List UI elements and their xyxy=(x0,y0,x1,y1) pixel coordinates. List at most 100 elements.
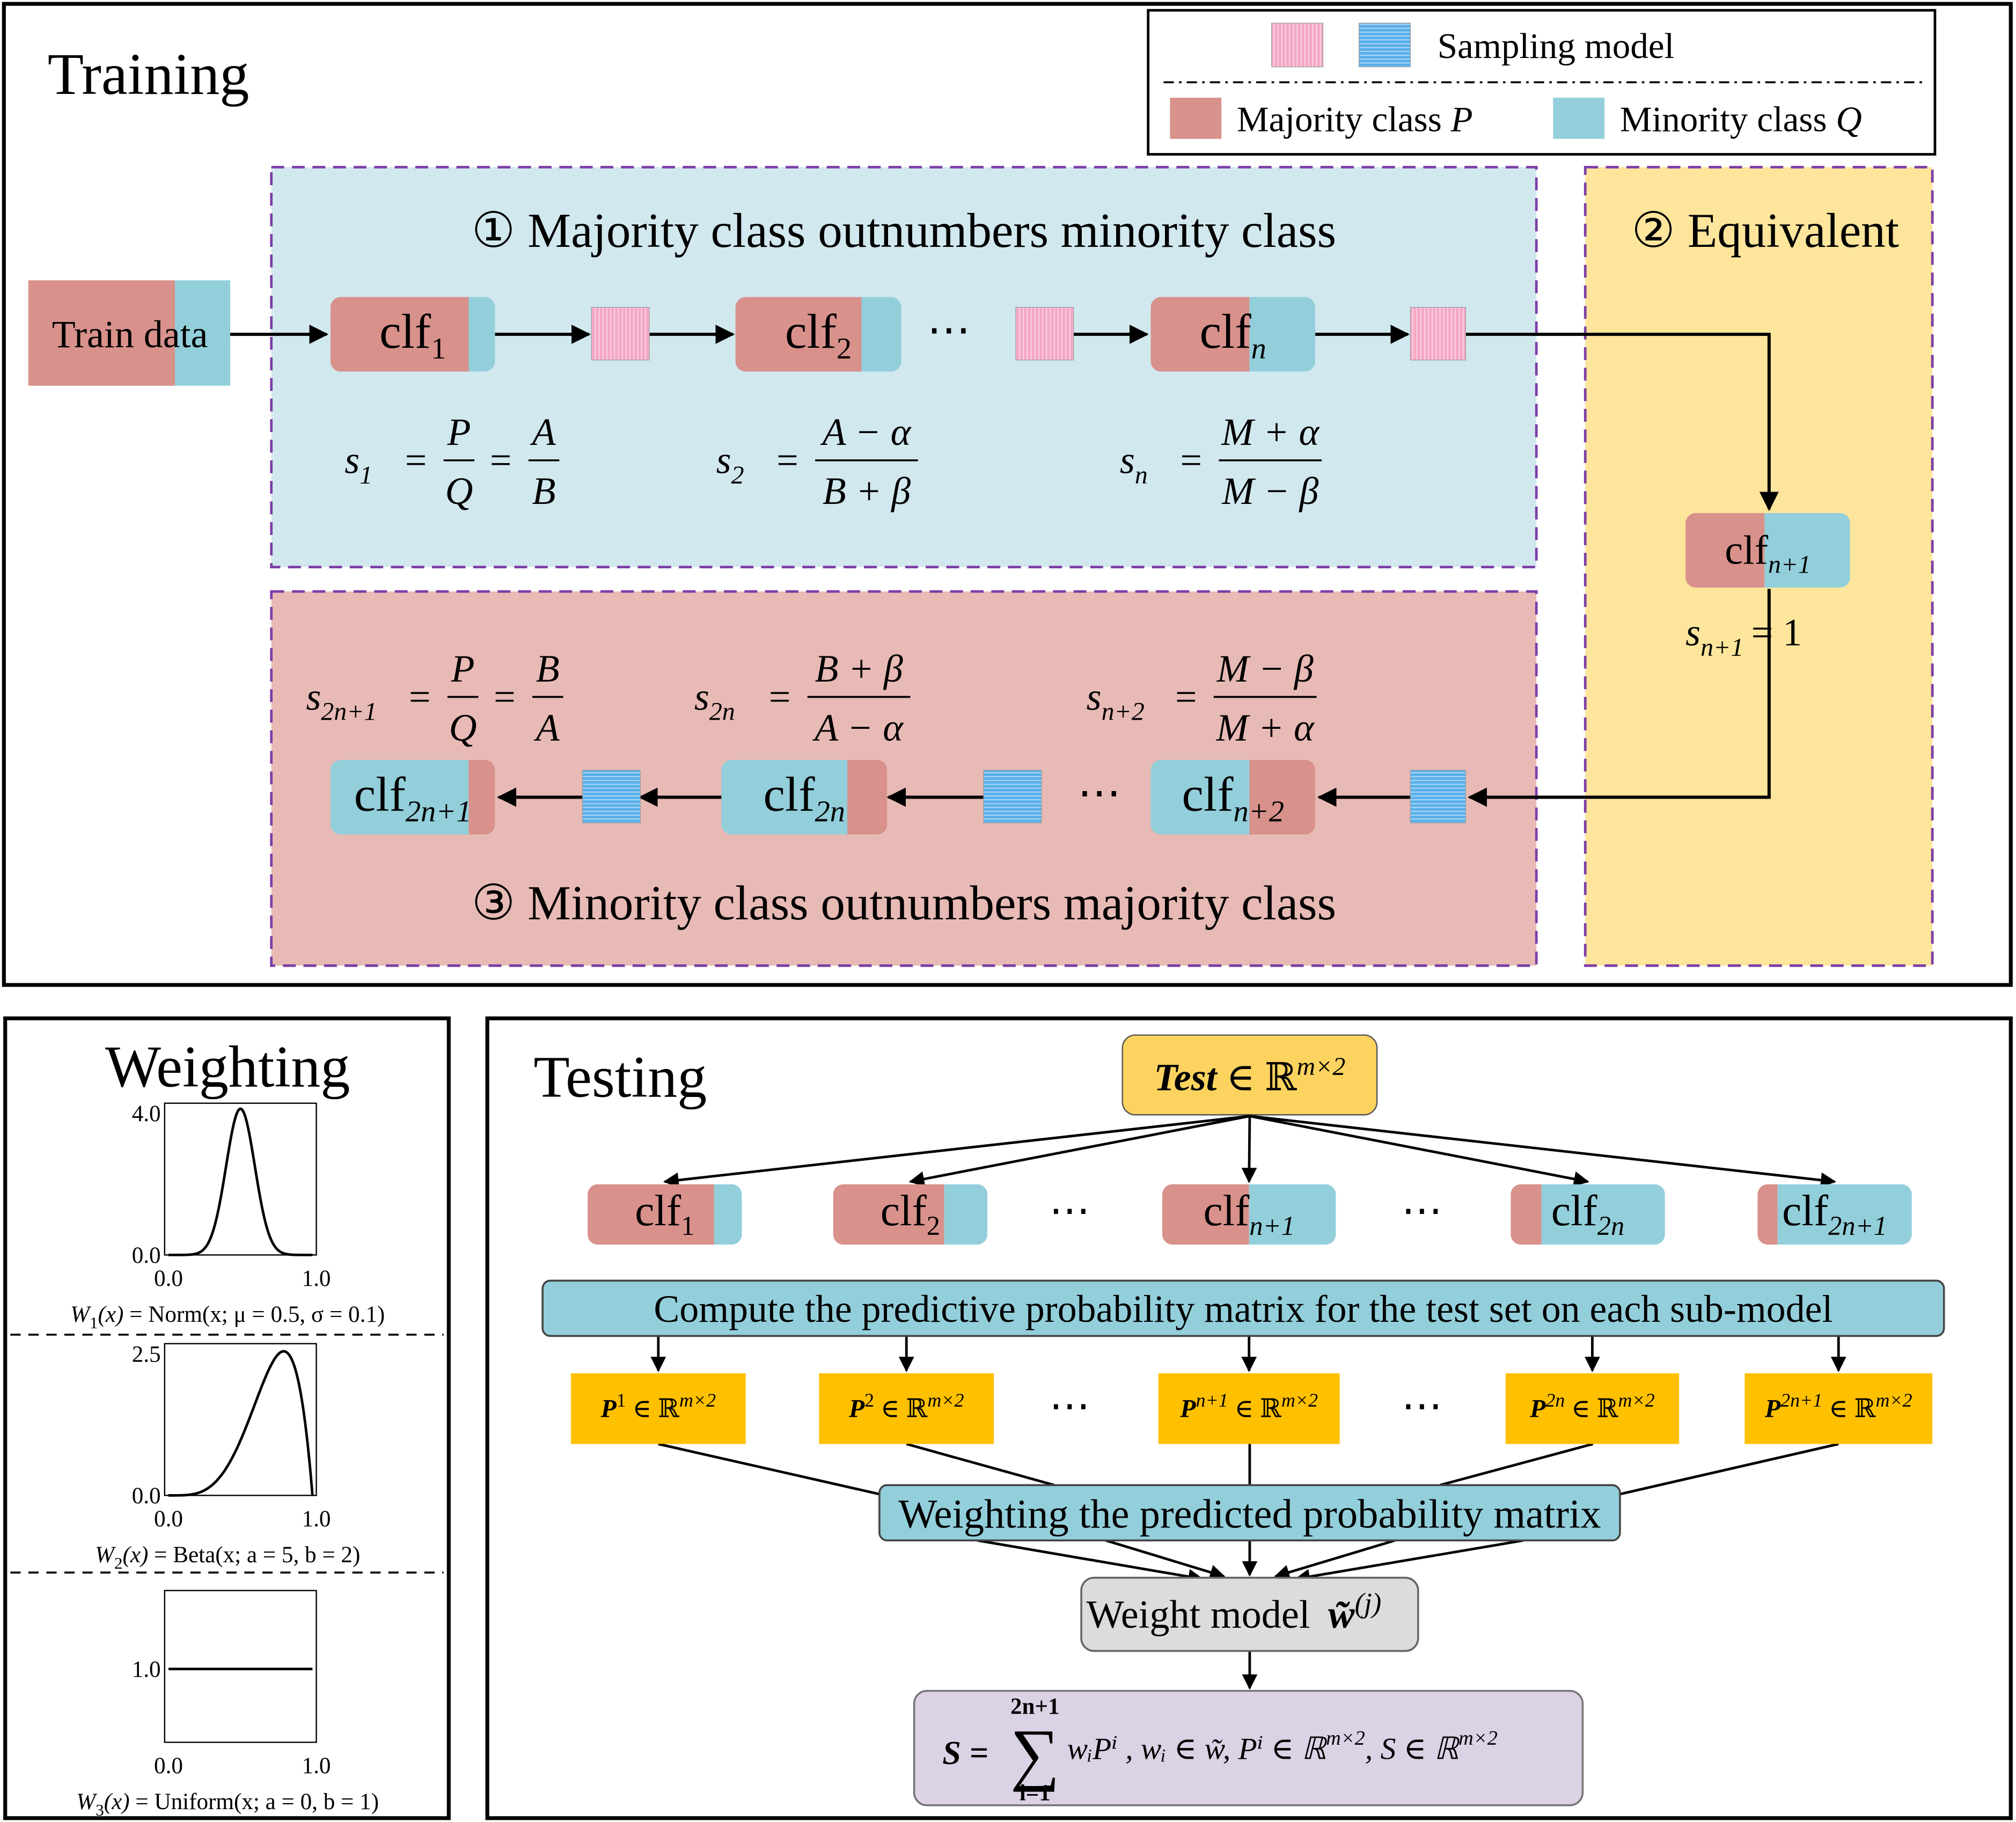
prob-matrix-2 xyxy=(819,1373,994,1444)
test-clf-1-label: clf1 xyxy=(635,1186,694,1241)
weight-plot-1-xtick-right: 1.0 xyxy=(302,1266,331,1291)
train-clf-stage3-1-right xyxy=(468,759,495,835)
legend-minority-label: Minority class xyxy=(1620,99,1827,139)
prob-matrix-3 xyxy=(1158,1373,1340,1444)
train-clf-stage1-1: clf1 xyxy=(330,297,495,372)
weight-plot-3-caption: W3(x) = Uniform(x; a = 0, b = 1) xyxy=(76,1789,379,1819)
weighting-title: Weighting xyxy=(105,1034,350,1100)
test-clf-4-label: clf2n xyxy=(1551,1186,1624,1241)
sampling-model-pink-3 xyxy=(1410,307,1467,361)
formula-stage3-3-den-0: M + α xyxy=(1216,706,1315,749)
sampling-model-pink-1 xyxy=(591,307,650,361)
weight-plot-2-ytick-top: 2.5 xyxy=(132,1342,161,1367)
sum-lhs: S = xyxy=(942,1735,988,1772)
weight-plot-3-xtick-left: 0.0 xyxy=(154,1753,183,1779)
train-clf-stage2-right xyxy=(1764,513,1850,588)
prob-matrix-1-label: P1 ∈ ℝm×2 xyxy=(600,1389,716,1423)
weight-plot-2-frame xyxy=(164,1343,317,1496)
prob-ellipsis-1: ⋯ xyxy=(1049,1383,1090,1429)
train-clf-stage1-2: clf2 xyxy=(735,297,901,372)
train-clf-stage1-3-right xyxy=(1249,297,1316,372)
train-clf-stage1-1-label: clf1 xyxy=(379,304,446,365)
legend-sampling-pink-swatch xyxy=(1271,23,1324,68)
stage1-title: ① Majority class outnumbers minority cla… xyxy=(472,203,1336,258)
test-clf-1-sub: 1 xyxy=(681,1211,694,1241)
weight-model-sup: (j) xyxy=(1355,1587,1382,1619)
train-data-minority xyxy=(174,280,230,386)
compute-prob-bar xyxy=(541,1279,1945,1337)
train-clf-stage1-3-base: clf xyxy=(1200,304,1252,358)
weight-model-box xyxy=(1080,1576,1419,1652)
arrow-from-clf-n1 xyxy=(1468,589,1771,807)
arrow-weighting-to-model-4 xyxy=(977,1539,1204,1584)
train-clf-stage2-sub: n+1 xyxy=(1768,551,1811,579)
prob-matrix-1 xyxy=(570,1373,746,1444)
test-input-box xyxy=(1121,1034,1378,1116)
train-clf-stage3-3-base: clf xyxy=(1182,767,1234,821)
train-clf-stage3-2-right xyxy=(847,759,888,835)
line-prob-to-weighting-4 xyxy=(1439,1443,1594,1487)
legend-majority-symbol: P xyxy=(1450,99,1473,139)
formula-stage1-3: sn=M + αM − β xyxy=(1120,411,1322,513)
test-clf-4-sub: 2n xyxy=(1597,1211,1625,1241)
train-clf-stage3-3: clfn+2 xyxy=(1150,759,1316,835)
compute-prob-label: Compute the predictive probability matri… xyxy=(654,1287,1832,1330)
test-input-sup: m×2 xyxy=(1296,1052,1345,1081)
test-clf-4-left xyxy=(1511,1184,1542,1245)
test-clf-3-base: clf xyxy=(1203,1186,1250,1235)
train-clf-stage1-3-label: clfn xyxy=(1200,304,1266,365)
legend-minority-swatch xyxy=(1553,98,1605,139)
test-clf-3-sub: n+1 xyxy=(1249,1211,1295,1241)
test-clf-2-right xyxy=(944,1184,988,1245)
training-arrows xyxy=(230,324,1779,807)
testing-title: Testing xyxy=(533,1044,707,1110)
stage1-ellipsis: ⋯ xyxy=(927,305,971,354)
train-clf-stage3-3-right xyxy=(1249,759,1316,835)
test-clf-4-right xyxy=(1541,1184,1665,1245)
train-data-majority xyxy=(28,280,175,386)
formula-stage3-1-lhs: s2n+1 xyxy=(306,676,377,726)
weight-plot-2-curve xyxy=(168,1350,314,1497)
test-input-label: Test ∈ ℝm×2 xyxy=(1154,1052,1346,1099)
arrow-weighting-to-model-1 xyxy=(1105,1539,1226,1580)
weight-plot-1-curve xyxy=(168,1107,313,1256)
prob-ellipsis-2: ⋯ xyxy=(1402,1383,1443,1429)
test-clf-5-label: clf2n+1 xyxy=(1782,1186,1887,1241)
line-prob-to-weighting-1 xyxy=(658,1443,880,1496)
test-clf-3: clfn+1 xyxy=(1162,1184,1336,1245)
train-data-block: Train data xyxy=(28,280,230,386)
prob-matrix-4-label: P2n ∈ ℝm×2 xyxy=(1529,1389,1655,1423)
formula-stage1-1-den-1: B xyxy=(532,470,556,513)
arrow-test-to-clf-3 xyxy=(1241,1116,1257,1183)
weight-plot-3-ytick: 1.0 xyxy=(132,1657,161,1682)
legend-sampling-label: Sampling model xyxy=(1438,26,1675,66)
sum-sup1: m×2 xyxy=(1326,1727,1365,1750)
test-clf-2: clf2 xyxy=(833,1184,988,1245)
training-title: Training xyxy=(48,41,250,107)
train-clf-stage3-3-label: clfn+2 xyxy=(1182,767,1285,828)
train-clf-stage2: clfn+1 xyxy=(1685,513,1850,588)
weight-plot-1-xtick-left: 0.0 xyxy=(154,1266,183,1291)
sampling-model-pink-2 xyxy=(1015,307,1074,361)
weight-plot-1-frame xyxy=(164,1102,317,1256)
formula-stage1-2-num-0: A − α xyxy=(820,411,912,453)
sum-sup2: m×2 xyxy=(1458,1727,1498,1750)
train-clf-stage3-2-left xyxy=(721,759,848,835)
ensemble-sum-formula: S = 2n+1 ∑ i=1 wᵢPⁱ , wᵢ ∈ w̃, Pⁱ ∈ ℝm×2… xyxy=(942,1694,1498,1806)
formula-stage1-1: s1=PQ=AB xyxy=(344,411,560,513)
formula-stage3-1-num-1: B xyxy=(536,647,560,690)
formula-stage1-1-eq-1: = xyxy=(490,439,512,482)
weight-plot-2-xtick-right: 1.0 xyxy=(302,1506,331,1532)
sum-mid: , S ∈ ℝ xyxy=(1365,1732,1460,1766)
formula-stage3-3-num-0: M − β xyxy=(1216,647,1314,690)
train-clf-stage1-2-left xyxy=(735,297,862,372)
formula-stage3-2-den-0: A − α xyxy=(812,706,904,749)
formula-stage3-1-eq-0: = xyxy=(409,676,431,719)
train-clf-stage3-3-sub: n+2 xyxy=(1234,795,1285,829)
weight-plot-3-xtick-right: 1.0 xyxy=(302,1753,331,1779)
